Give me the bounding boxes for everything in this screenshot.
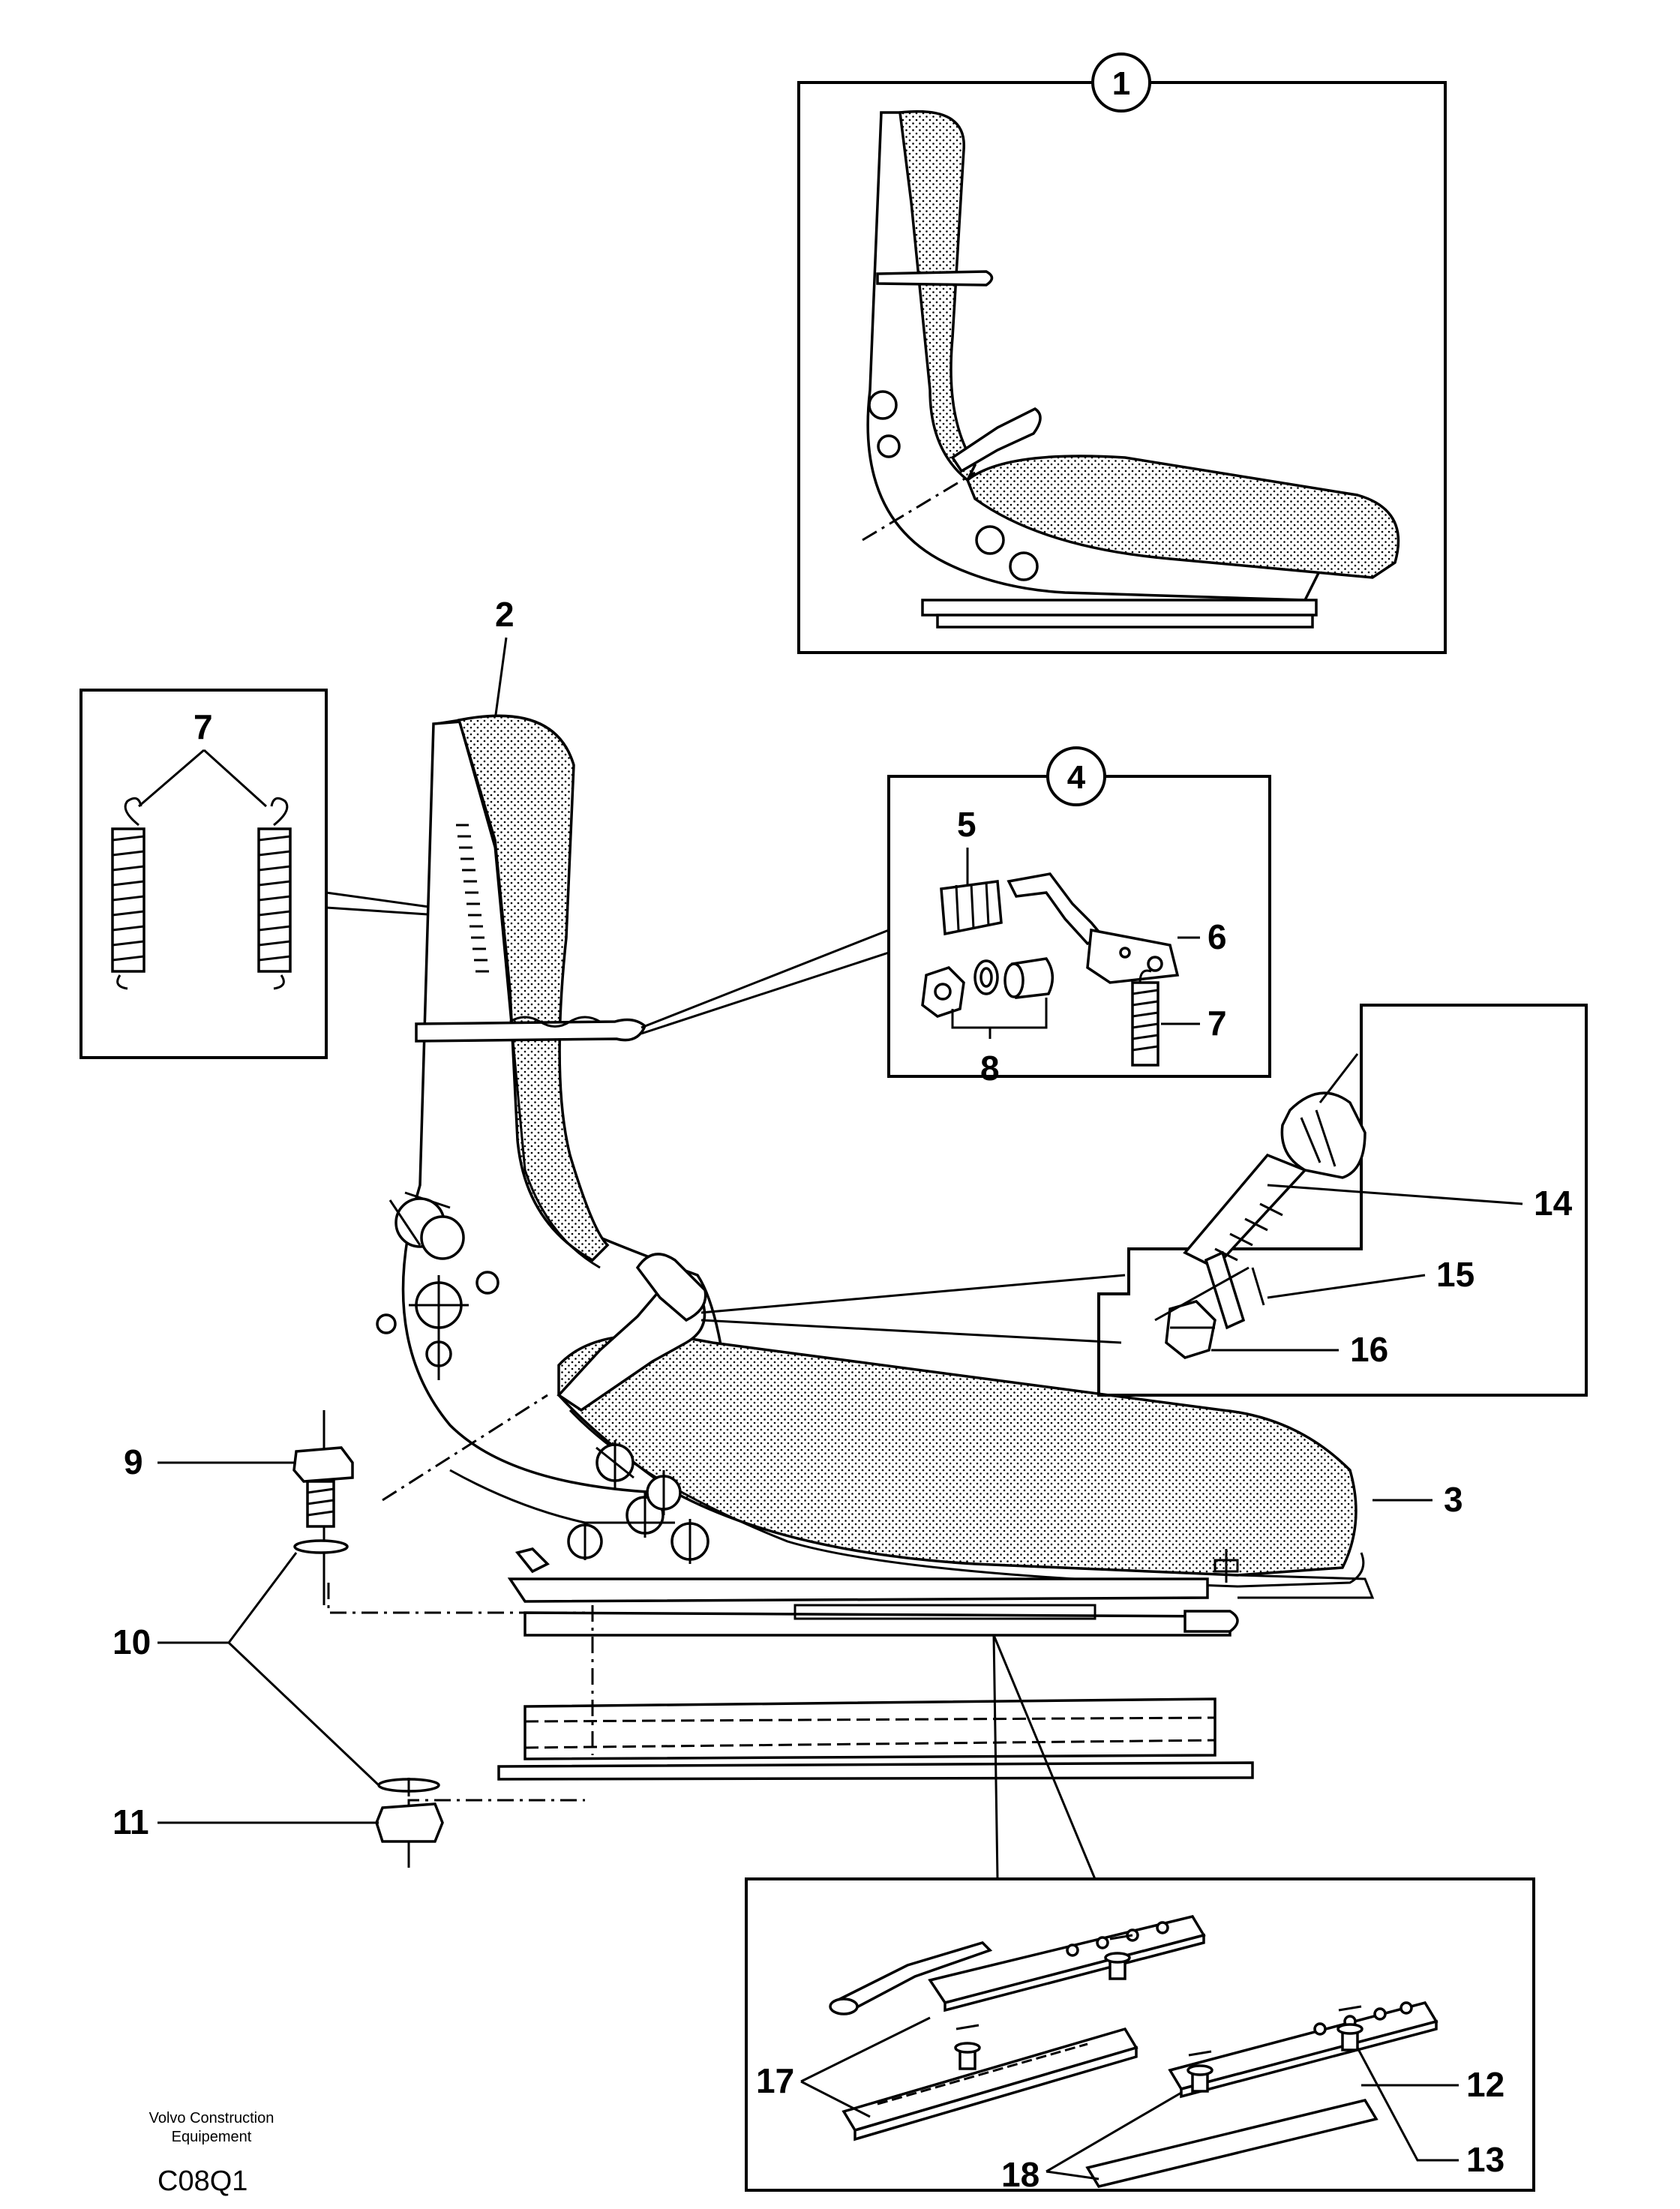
- label-5: 5: [957, 805, 976, 844]
- part-17-rail-lower: [842, 2027, 1138, 2141]
- part-11-nut: [375, 1778, 444, 1868]
- label-11: 11: [112, 1802, 149, 1841]
- callout-4-label: 4: [1067, 759, 1086, 796]
- part-5-spring-cap: [940, 880, 1003, 936]
- detail-lever-box: 14 15 16: [700, 1004, 1588, 1397]
- part-13-screws: [954, 1952, 1364, 2093]
- label-7-springs: 7: [194, 707, 213, 746]
- label-6: 6: [1208, 917, 1227, 956]
- label-17: 17: [756, 2061, 794, 2100]
- spring-detail-box: 7: [80, 689, 462, 1059]
- part-14-lever: [1183, 1053, 1366, 1270]
- part-9-bolt: [292, 1410, 354, 1605]
- label-2: 2: [495, 595, 514, 634]
- footer-line-1: Volvo Construction: [149, 2110, 274, 2126]
- callout-4: 4: [1046, 746, 1106, 806]
- part-8-nut-washer-bush: [921, 957, 1054, 1018]
- slide-rail-assembly: [327, 1547, 1254, 1880]
- footer-caption: Volvo Construction Equipement C08Q1: [149, 2110, 274, 2197]
- label-3: 3: [1444, 1480, 1463, 1519]
- label-7-detail: 7: [1208, 1004, 1227, 1043]
- part-16-nut: [1165, 1300, 1216, 1359]
- inset-seat-overview: 1: [797, 53, 1447, 654]
- footer-line-2: Equipement: [172, 2129, 252, 2145]
- label-18: 18: [1001, 2155, 1040, 2194]
- label-9: 9: [124, 1442, 143, 1481]
- part-17-rail-upper: [829, 1914, 1206, 2015]
- label-13: 13: [1466, 2140, 1504, 2179]
- rail-detail-box: 17 18 12 13: [745, 1877, 1535, 2194]
- part-15-washer: [1204, 1250, 1265, 1330]
- spring-left: [111, 797, 146, 990]
- label-16: 16: [1350, 1330, 1388, 1369]
- main-seat: 2: [376, 595, 1463, 1599]
- part-12-clips: [956, 1934, 1362, 2057]
- label-8: 8: [980, 1049, 1000, 1088]
- part-6-bracket-rod: [1006, 872, 1180, 984]
- footer-code: C08Q1: [158, 2165, 248, 2197]
- label-12: 12: [1466, 2065, 1504, 2104]
- detail-4-box: 4 5 6 8: [640, 746, 1271, 1088]
- label-14: 14: [1534, 1184, 1573, 1223]
- part-18-rail-upper: [1168, 2000, 1438, 2099]
- spring-right: [257, 797, 292, 990]
- label-10: 10: [112, 1622, 151, 1661]
- part-18-rail-lower: [1085, 2098, 1378, 2189]
- part-7-detail-spring: [1131, 969, 1160, 1067]
- callout-1: 1: [1091, 53, 1151, 113]
- callout-1-label: 1: [1112, 65, 1130, 102]
- label-15: 15: [1436, 1255, 1474, 1294]
- part-10-washer-top: [293, 1539, 349, 1554]
- fastener-group: 9 10 11: [112, 1410, 444, 1868]
